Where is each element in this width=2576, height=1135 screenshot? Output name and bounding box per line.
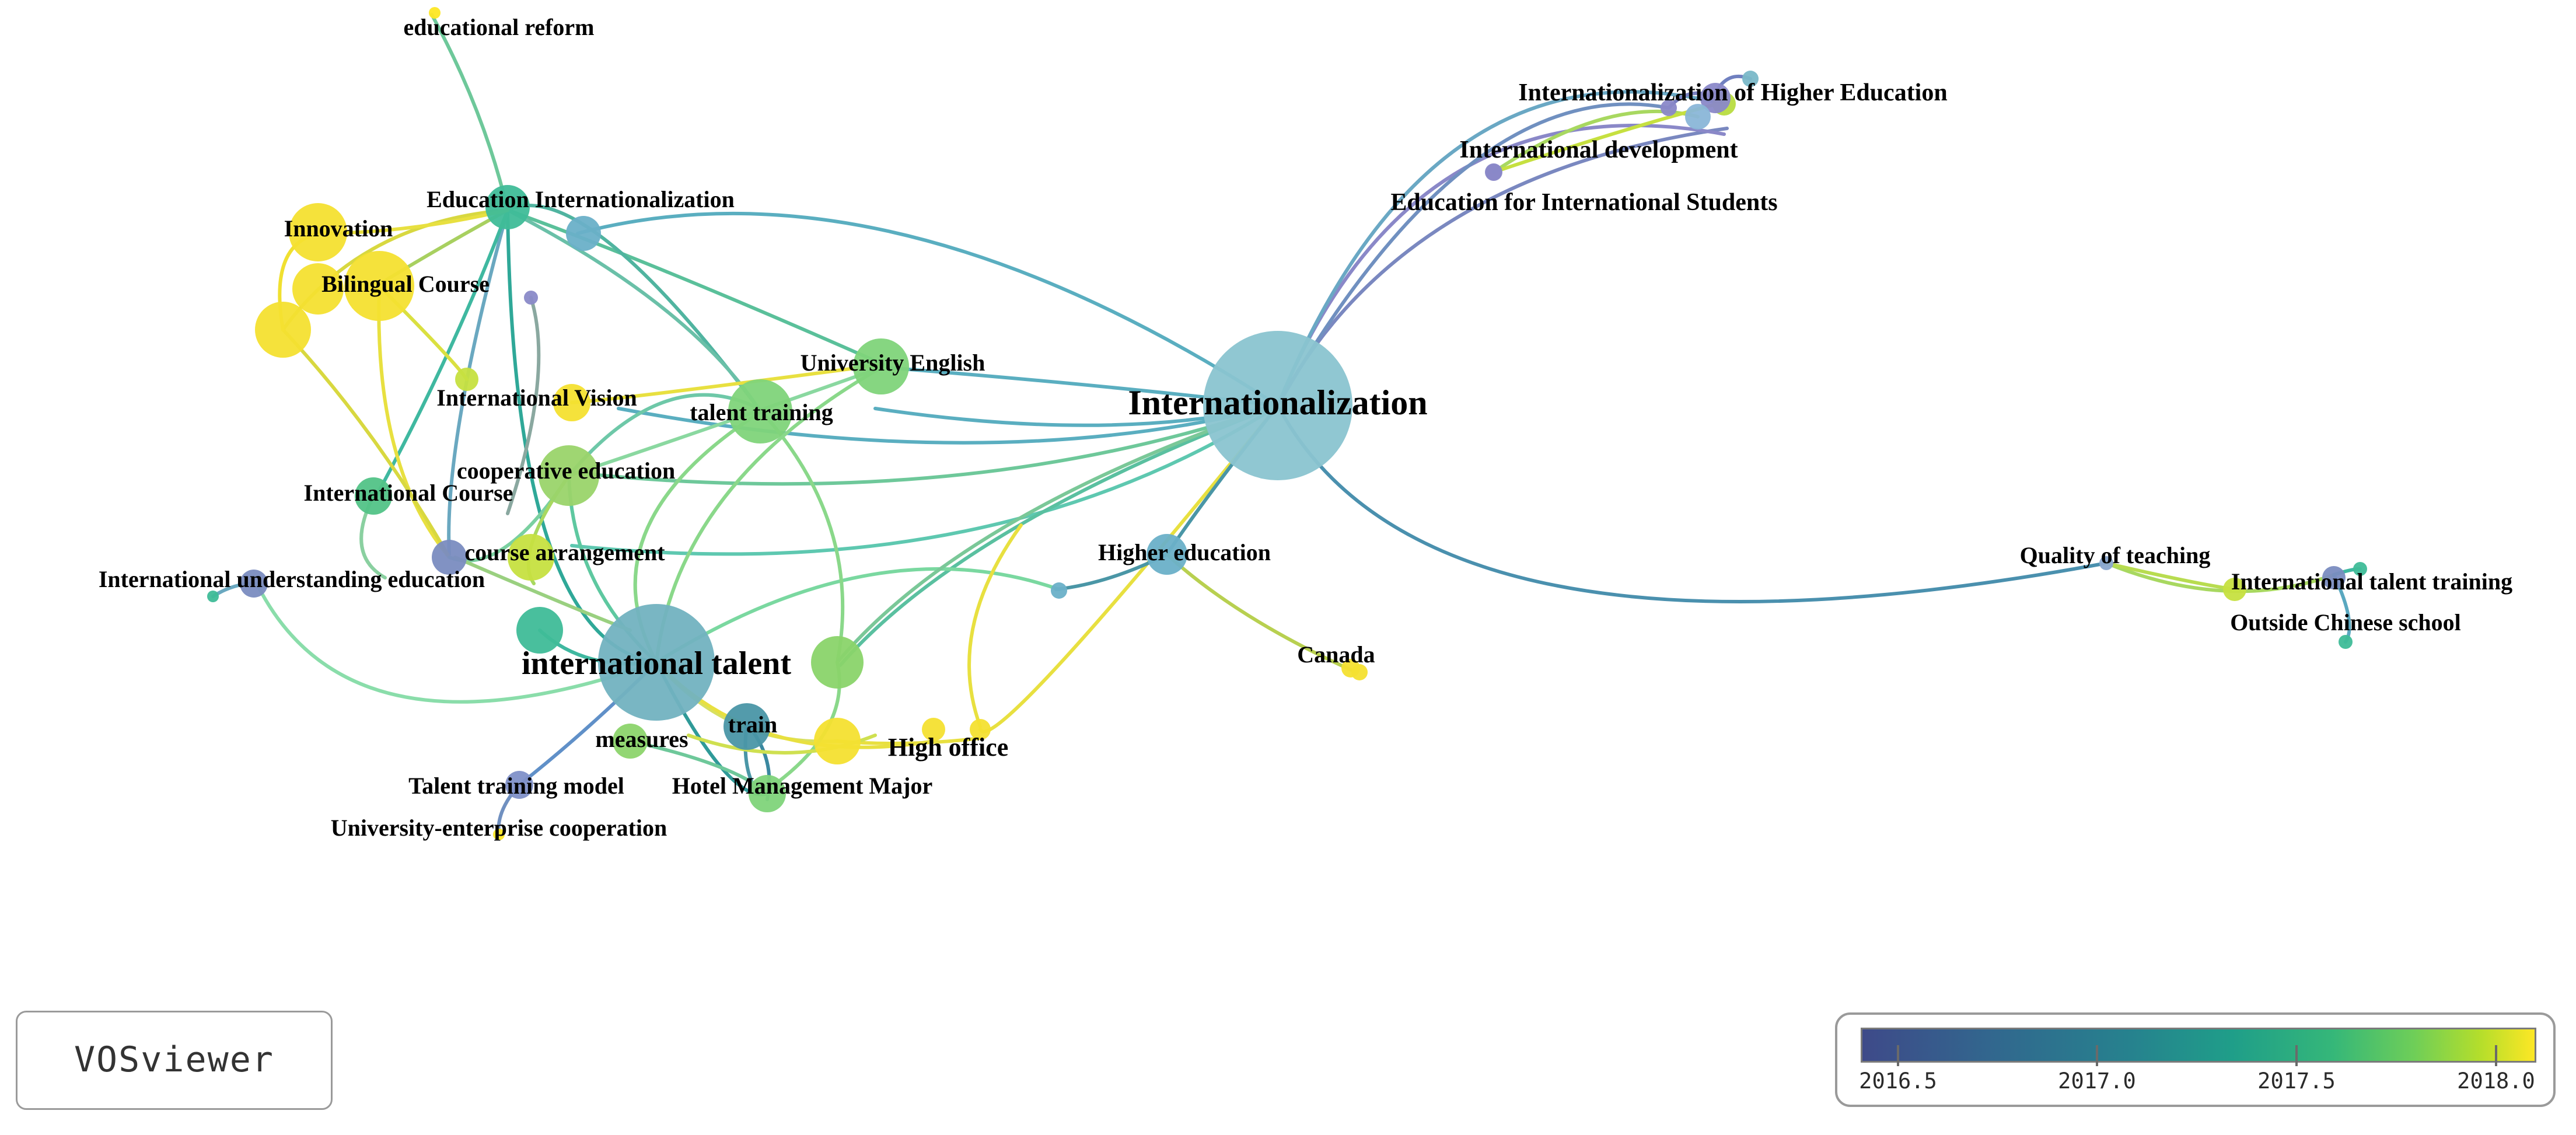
label-hotel-management-major[interactable]: Hotel Management Major <box>672 773 933 799</box>
map-node <box>207 591 219 602</box>
label-train[interactable]: train <box>728 711 777 738</box>
node-university-enterprise-cooperation[interactable] <box>493 829 505 840</box>
map-node <box>1051 582 1067 599</box>
label-cooperative-education[interactable]: cooperative education <box>457 458 675 484</box>
node-international-development[interactable] <box>1485 163 1502 181</box>
node-university-english[interactable] <box>853 338 909 394</box>
label-international-vision[interactable]: International Vision <box>436 385 637 411</box>
map-node <box>970 719 991 740</box>
map-node <box>1742 71 1759 87</box>
map-node <box>811 636 864 689</box>
label-high-office[interactable]: High office <box>888 733 1009 762</box>
label-education-internationalization[interactable]: Education Internationalization <box>427 186 735 212</box>
node-course-arrangement[interactable] <box>508 534 554 581</box>
legend-tick-label: 2017.0 <box>2058 1068 2136 1094</box>
node-bilingual-course[interactable] <box>344 251 414 321</box>
label-higher-education[interactable]: Higher education <box>1098 539 1271 565</box>
map-node <box>455 368 478 391</box>
node-international-understanding-education[interactable] <box>240 570 268 598</box>
legend-tick <box>2495 1045 2497 1066</box>
map-node <box>524 291 538 305</box>
legend-tick <box>2295 1045 2298 1066</box>
node-outside-chinese-school[interactable] <box>2322 566 2346 589</box>
map-node <box>1661 100 1677 116</box>
node-international-vision[interactable] <box>553 384 590 421</box>
map-node <box>922 718 945 741</box>
map-node <box>2339 635 2353 649</box>
legend-tick-label: 2017.5 <box>2257 1068 2336 1094</box>
map-node <box>432 540 467 575</box>
map-node <box>516 607 563 654</box>
node-educational-reform[interactable] <box>429 7 441 19</box>
map-node <box>2353 562 2367 576</box>
legend-tick <box>1897 1045 1899 1066</box>
label-educational-reform[interactable]: educational reform <box>404 14 595 40</box>
node-high-office[interactable] <box>814 718 861 764</box>
legend-tick-label: 2016.5 <box>1859 1068 1937 1094</box>
label-innovation[interactable]: Innovation <box>284 215 393 242</box>
label-university-english[interactable]: University English <box>801 350 985 376</box>
node-talent-training-model[interactable] <box>505 771 533 799</box>
node-education-internationalization[interactable] <box>485 185 530 229</box>
node-internationalization[interactable] <box>1203 331 1352 480</box>
label-internationalization[interactable]: Internationalization <box>1128 383 1427 422</box>
node-train[interactable] <box>723 703 770 750</box>
node-international-talent[interactable] <box>598 604 715 721</box>
label-international-talent[interactable]: international talent <box>522 645 791 682</box>
label-international-development[interactable]: International development <box>1459 137 1738 163</box>
year-color-legend: 2016.5 2017.0 2017.5 2018.0 <box>1835 1012 2556 1107</box>
label-course-arrangement[interactable]: course arrangement <box>464 539 665 565</box>
label-measures[interactable]: measures <box>595 726 688 752</box>
label-internationalization-of-higher-education[interactable]: Internationalization of Higher Education <box>1518 79 1947 106</box>
node-international-talent-training[interactable] <box>2223 578 2246 601</box>
label-bilingual-course[interactable]: Bilingual Course <box>321 271 490 297</box>
node-layer <box>207 7 2367 840</box>
node-hotel-management-major[interactable] <box>749 775 786 812</box>
label-layer: Internationalization international talent… <box>99 14 2512 841</box>
node-innovation[interactable] <box>289 203 347 261</box>
vosviewer-brand-box: VOSviewer <box>16 1011 333 1110</box>
label-international-course[interactable]: International Course <box>304 480 513 506</box>
label-university-enterprise-cooperation[interactable]: University-enterprise cooperation <box>331 815 667 841</box>
legend-tick-label: 2018.0 <box>2457 1068 2535 1094</box>
node-cooperative-education[interactable] <box>539 445 599 506</box>
label-outside-chinese-school[interactable]: Outside Chinese school <box>2230 609 2461 635</box>
node-talent-training[interactable] <box>728 379 792 443</box>
node-education-for-international-students[interactable] <box>1685 104 1711 130</box>
label-international-understanding-education[interactable]: International understanding education <box>99 566 485 592</box>
label-education-for-international-students[interactable]: Education for International Students <box>1390 189 1777 216</box>
node-internationalization-of-higher-education[interactable] <box>1700 83 1731 113</box>
map-node <box>566 216 601 251</box>
label-international-talent-training[interactable]: International talent training <box>2231 568 2512 595</box>
legend-tick <box>2096 1045 2098 1066</box>
node-higher-education[interactable] <box>1147 534 1187 575</box>
color-bar <box>1861 1028 2536 1063</box>
map-node <box>292 263 344 315</box>
node-quality-of-teaching[interactable] <box>2099 556 2113 570</box>
node-international-course[interactable] <box>355 477 392 515</box>
label-canada[interactable]: Canada <box>1297 641 1375 668</box>
node-canada[interactable] <box>1341 659 1360 677</box>
label-talent-training-model[interactable]: Talent training model <box>408 773 624 799</box>
vosviewer-brand: VOSviewer <box>74 1039 275 1080</box>
label-talent-training[interactable]: talent training <box>690 399 833 425</box>
label-quality-of-teaching[interactable]: Quality of teaching <box>2020 542 2211 568</box>
map-node <box>255 302 311 358</box>
node-measures[interactable] <box>613 724 648 759</box>
